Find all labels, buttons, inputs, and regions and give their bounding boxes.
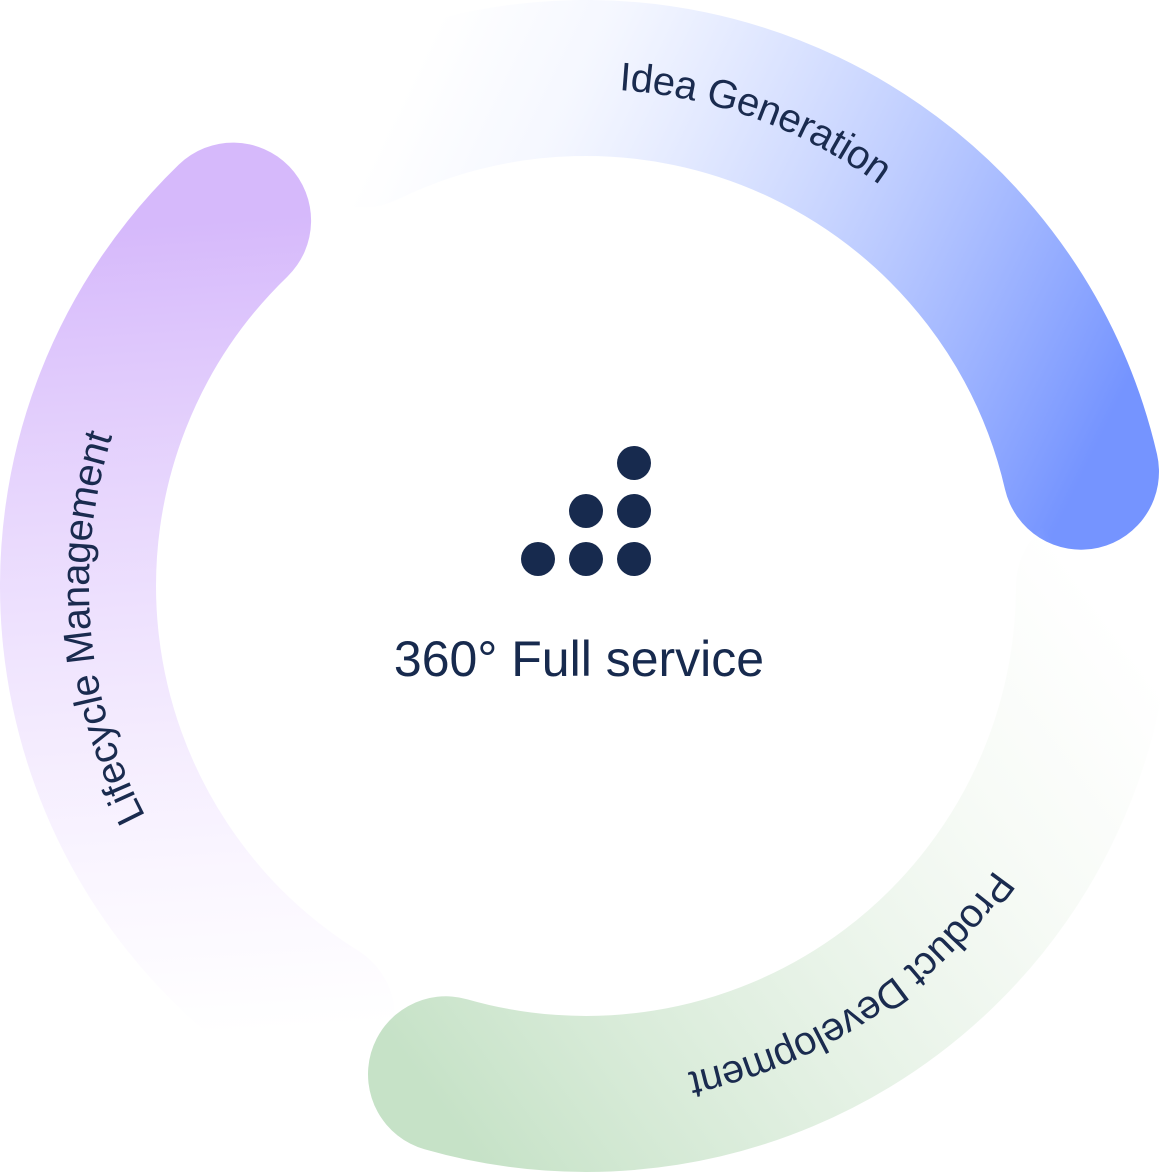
dots-staircase-icon (521, 446, 651, 576)
product-development-arc (368, 508, 1172, 1172)
dot (569, 494, 603, 528)
dot (569, 542, 603, 576)
center-title: 360° Full service (394, 631, 764, 687)
dot (617, 446, 651, 480)
dot (617, 542, 651, 576)
idea-generation-arc (285, 0, 1159, 550)
lifecycle-management-arc (0, 142, 395, 1095)
dot (617, 494, 651, 528)
dot (521, 542, 555, 576)
